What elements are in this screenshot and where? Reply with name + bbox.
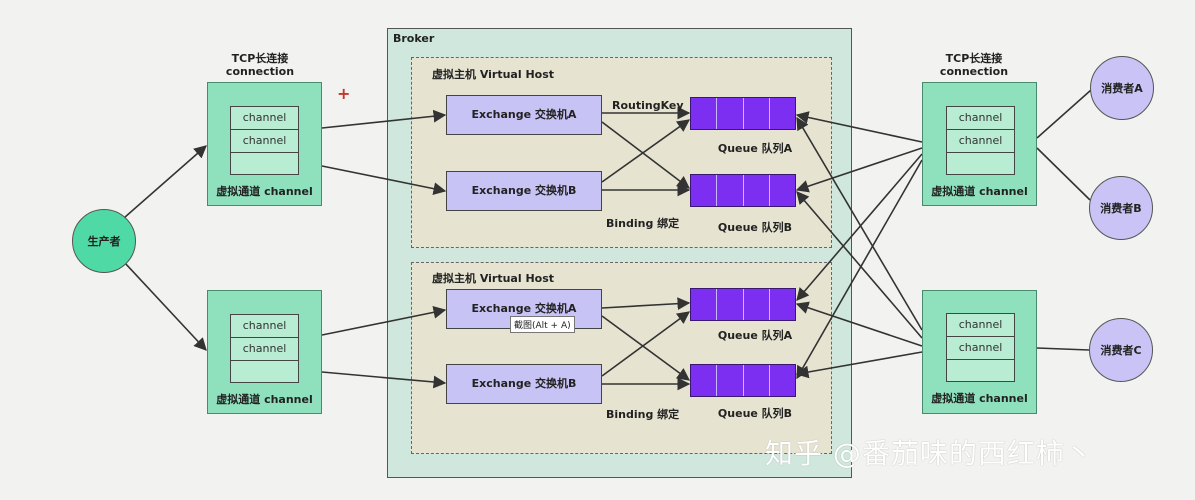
arrow-exA-qA-bottom <box>601 297 691 311</box>
line-cc1-consumerA <box>1036 89 1092 139</box>
arrow-cc1-qB-bottom <box>796 159 923 380</box>
exchange-b-bottom: Exchange 交换机B <box>446 364 602 404</box>
channel-item-empty <box>231 153 298 175</box>
channel-item: channel <box>947 314 1014 337</box>
consumer-b: 消费者B <box>1089 176 1153 240</box>
queue-a-top <box>690 97 796 130</box>
binding-label-bottom: Binding 绑定 <box>606 408 680 421</box>
binding-label-top: Binding 绑定 <box>606 217 680 230</box>
consumer-b-label: 消费者B <box>1100 202 1142 215</box>
channel-item: channel <box>231 130 298 153</box>
arrow-cc1-qB-top <box>795 147 923 193</box>
watermark: 知乎 @番茄味的西红柿丶 <box>765 437 1094 470</box>
plus-mark: + <box>337 84 351 103</box>
arrow-cc2-qB-bottom <box>795 351 923 379</box>
channel-item: channel <box>947 107 1014 130</box>
vhost-bottom-label: 虚拟主机 Virtual Host <box>432 272 555 285</box>
arrow-cc2-qA-top <box>796 116 923 331</box>
arrow-cc2-qA-bottom <box>795 301 923 347</box>
exchange-b-top: Exchange 交换机B <box>446 171 602 211</box>
arrow-c2-exA <box>321 306 447 336</box>
arrow-c1-exA <box>321 109 447 129</box>
channel-item-empty <box>947 153 1014 175</box>
arrow-c1-exB <box>321 165 447 195</box>
queue-a-bottom <box>690 288 796 321</box>
right-conn-label-1: TCP长连接 <box>945 52 1003 65</box>
routing-key-label: RoutingKey <box>612 99 684 112</box>
arrow-exA-qB-bottom <box>601 315 691 381</box>
arrow-producer-conn1 <box>123 145 207 219</box>
queue-a-top-label: Queue 队列A <box>717 142 793 155</box>
arrow-cc1-qA-top <box>795 111 923 143</box>
queue-b-top-label: Queue 队列B <box>717 221 793 234</box>
channel-item-empty <box>947 360 1014 382</box>
channel-item: channel <box>231 107 298 130</box>
left-conn-label-1: TCP长连接 <box>231 52 289 65</box>
consumer-c: 消费者C <box>1089 318 1153 382</box>
channel-item: channel <box>231 338 298 361</box>
vhost-top <box>411 57 832 248</box>
arrow-producer-conn2 <box>123 261 207 351</box>
broker-label: Broker <box>393 32 435 45</box>
vhost-top-label: 虚拟主机 Virtual Host <box>432 68 555 81</box>
right-channel-box-top: channel channel <box>946 106 1015 175</box>
channel-item: channel <box>947 337 1014 360</box>
left-channel-box-top: channel channel <box>230 106 299 175</box>
arrow-cc1-qA-bottom <box>796 153 923 301</box>
producer-node: 生产者 <box>72 209 136 273</box>
consumer-a: 消费者A <box>1090 56 1154 120</box>
arrow-exB-qA-top <box>601 119 691 183</box>
right-channel-label-top: 虚拟通道 channel <box>931 185 1028 198</box>
channel-item: channel <box>231 315 298 338</box>
queue-a-bottom-label: Queue 队列A <box>717 329 793 342</box>
arrow-exA-qB-top <box>601 121 691 189</box>
right-channel-box-bottom: channel channel <box>946 313 1015 382</box>
left-conn-label-2: connection <box>225 65 295 78</box>
consumer-a-label: 消费者A <box>1101 82 1143 95</box>
channel-item-empty <box>231 361 298 383</box>
queue-b-bottom-label: Queue 队列B <box>717 407 793 420</box>
right-conn-label-2: connection <box>939 65 1009 78</box>
queue-b-bottom <box>690 364 796 397</box>
right-channel-label-bottom: 虚拟通道 channel <box>931 392 1028 405</box>
left-channel-box-bottom: channel channel <box>230 314 299 383</box>
left-channel-label-top: 虚拟通道 channel <box>216 185 313 198</box>
left-channel-label-bottom: 虚拟通道 channel <box>216 393 313 406</box>
exchange-a-top: Exchange 交换机A <box>446 95 602 135</box>
arrow-cc2-qB-top <box>796 191 923 339</box>
screenshot-tooltip: 截图(Alt + A) <box>510 316 575 333</box>
consumer-c-label: 消费者C <box>1100 344 1142 357</box>
left-connection-bottom <box>207 290 322 414</box>
arrow-c2-exB <box>321 371 447 389</box>
arrow-exB-qA-bottom <box>601 311 691 377</box>
producer-label: 生产者 <box>87 235 121 248</box>
line-cc2-consumerC <box>1036 347 1090 351</box>
channel-item: channel <box>947 130 1014 153</box>
line-cc1-consumerB <box>1036 147 1091 201</box>
queue-b-top <box>690 174 796 207</box>
